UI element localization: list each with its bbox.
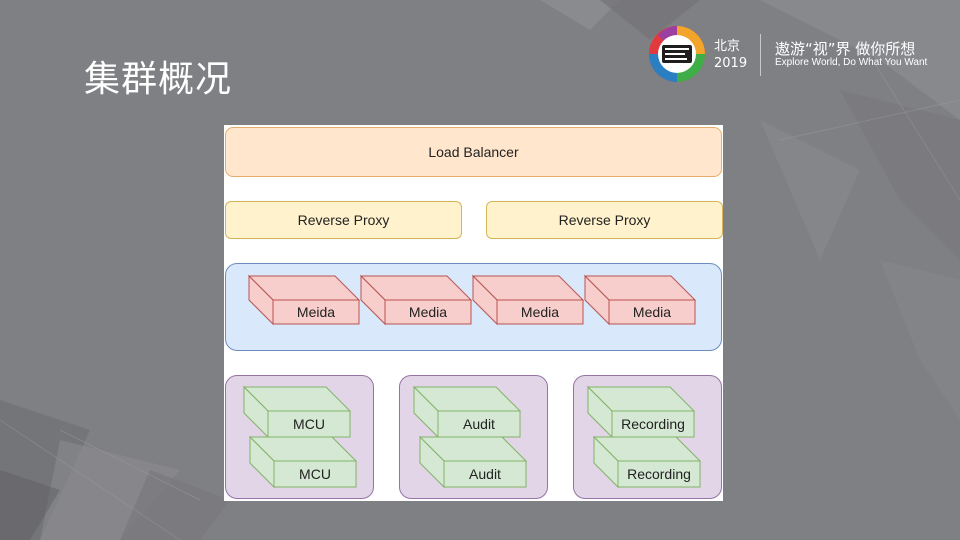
media-node: Media [520, 304, 560, 320]
logo-city: 北京 [714, 39, 741, 54]
logo-city-year: 北京 2019 [714, 38, 747, 72]
live-video-stack-logo-icon [649, 26, 705, 82]
reverse-proxy-box: Reverse Proxy [486, 201, 723, 239]
mcu-node: MCU [293, 416, 325, 432]
mcu-node-shape [242, 385, 352, 439]
slogan-chinese: 遨游“视”界 做你所想 [775, 40, 916, 58]
slogan-english: Explore World, Do What You Want [775, 57, 928, 68]
media-node-shape [247, 274, 361, 326]
mcu-node: MCU [299, 466, 331, 482]
audit-node-shape [412, 385, 522, 439]
logo-year: 2019 [714, 56, 748, 71]
reverse-proxy-box: Reverse Proxy [225, 201, 462, 239]
recording-node: Recording [627, 466, 691, 482]
media-node-shape [583, 274, 697, 326]
cluster-architecture-diagram: Load Balancer Reverse Proxy Reverse Prox… [224, 125, 723, 501]
audit-node-shape [418, 435, 528, 489]
recording-node-shape [592, 435, 702, 489]
media-node: Media [632, 304, 672, 320]
media-node-shape [359, 274, 473, 326]
media-node: Meida [296, 304, 336, 320]
recording-node-shape [586, 385, 696, 439]
slide-title: 集群概况 [84, 59, 233, 100]
mcu-node-shape [248, 435, 358, 489]
recording-node: Recording [621, 416, 685, 432]
load-balancer-box: Load Balancer [225, 127, 722, 177]
audit-node: Audit [463, 416, 495, 432]
audit-node: Audit [469, 466, 501, 482]
media-node: Media [408, 304, 448, 320]
header-divider [760, 34, 761, 76]
media-node-shape [471, 274, 585, 326]
